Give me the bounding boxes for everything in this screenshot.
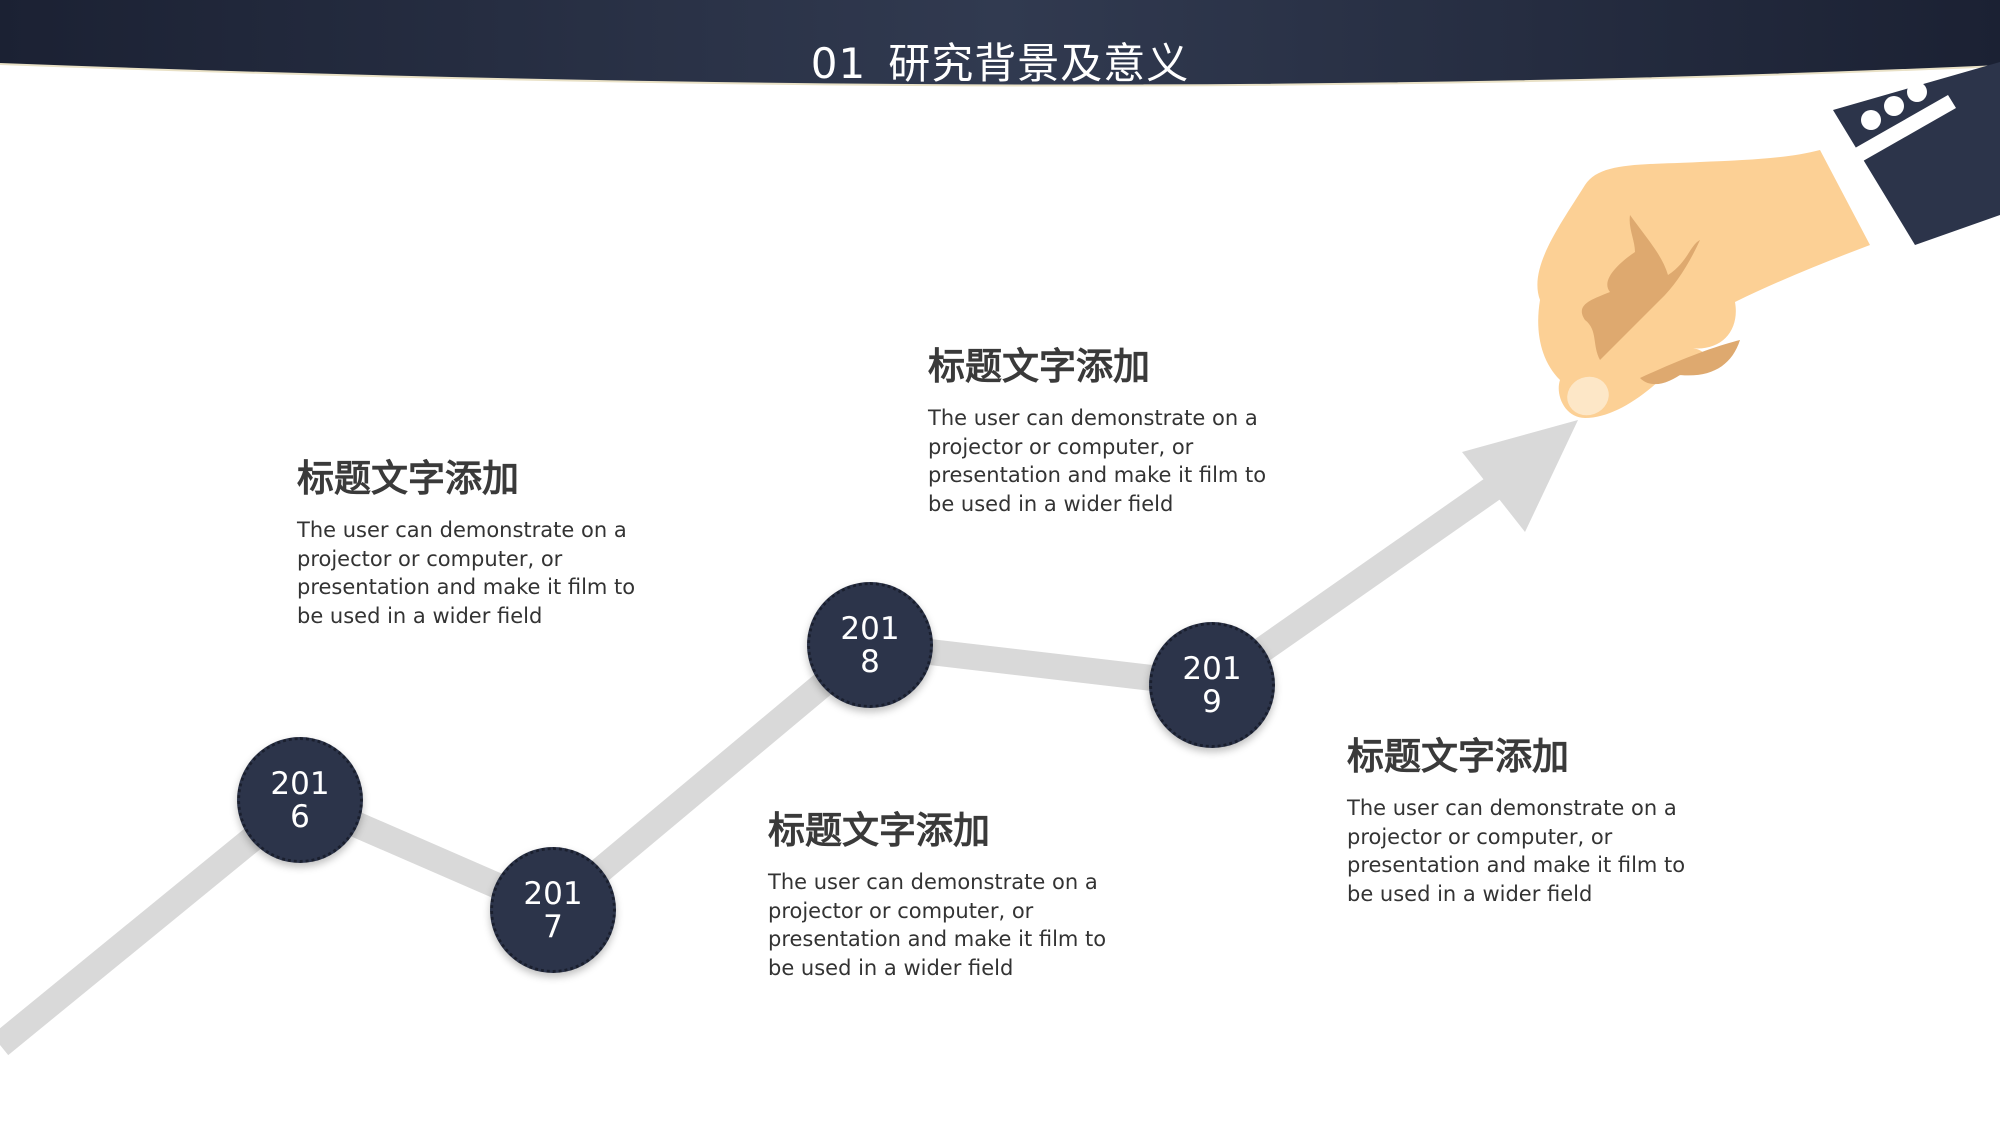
milestone-title: 标题文字添加	[297, 457, 519, 500]
milestone-text: The user can demonstrate on a projector …	[297, 518, 636, 628]
milestone-title: 标题文字添加	[768, 809, 990, 852]
milestone-text: The user can demonstrate on a projector …	[1347, 796, 1686, 906]
milestone-text: The user can demonstrate on a projector …	[928, 406, 1267, 516]
hand-icon	[1537, 150, 1870, 418]
year-circle-2018: 2018	[807, 582, 933, 708]
section-title: 研究背景及意义	[888, 39, 1190, 88]
milestone-text: The user can demonstrate on a projector …	[768, 870, 1107, 980]
page-title: 01 研究背景及意义	[0, 30, 2000, 91]
growth-arrow-head	[1462, 420, 1578, 532]
year-circle-2017: 2017	[490, 847, 616, 973]
header-background	[0, 0, 2000, 87]
milestone-block-2019: 标题文字添加 The user can demonstrate on a pro…	[1347, 726, 1707, 908]
milestone-title: 标题文字添加	[928, 345, 1150, 388]
sleeve-icon	[1833, 62, 2000, 245]
milestone-block-2016: 标题文字添加 The user can demonstrate on a pro…	[297, 448, 657, 630]
milestone-title: 标题文字添加	[1347, 735, 1569, 778]
growth-arrow-line	[0, 469, 1513, 1056]
header-band: 01 研究背景及意义	[0, 0, 2000, 110]
year-circle-2016: 2016	[237, 737, 363, 863]
section-number: 01	[810, 39, 867, 88]
milestone-block-2018: 标题文字添加 The user can demonstrate on a pro…	[928, 336, 1288, 518]
milestone-block-2017: 标题文字添加 The user can demonstrate on a pro…	[768, 800, 1128, 982]
year-circle-2019: 2019	[1149, 622, 1275, 748]
